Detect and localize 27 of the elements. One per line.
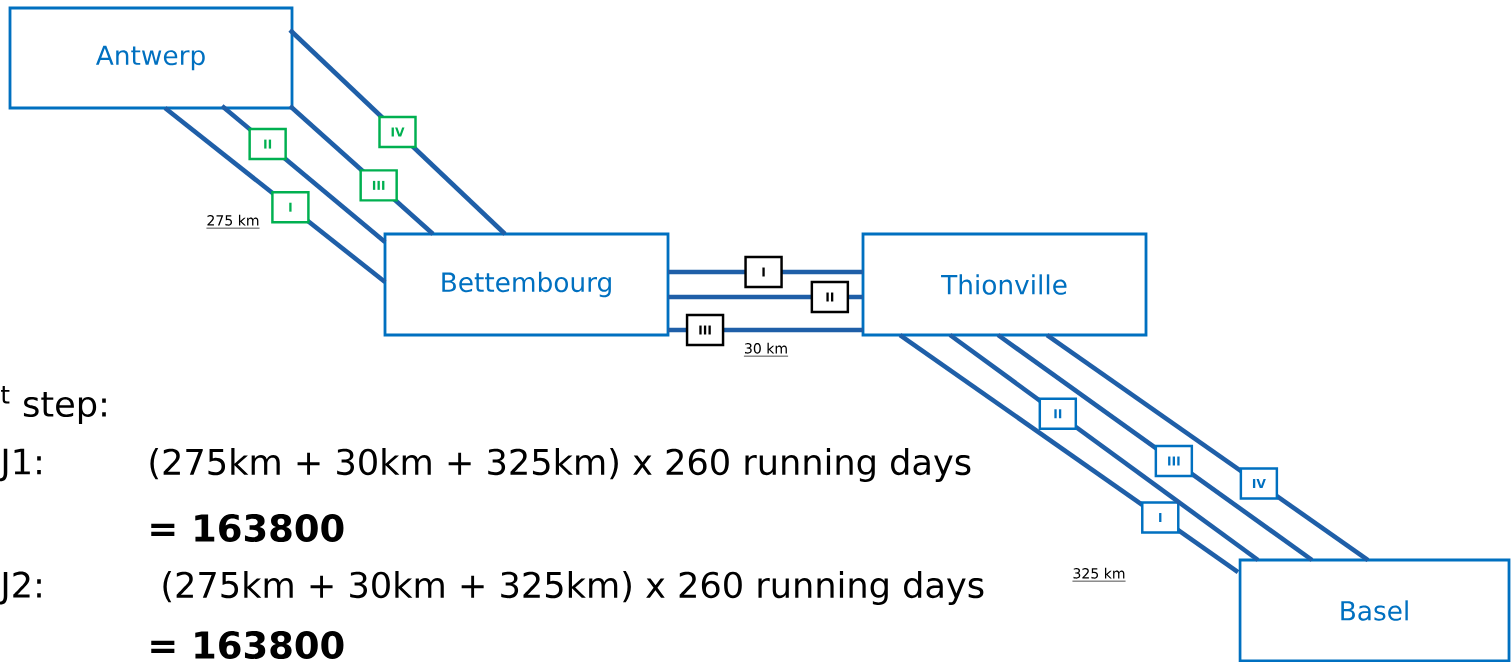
edge-label: I: [1141, 501, 1180, 534]
edge-label: III: [685, 313, 725, 347]
calculation-text: (275km + 30km + 325km) x 260 running days: [150, 448, 971, 482]
edge-label: II: [1038, 397, 1078, 430]
track-line: [898, 333, 1240, 574]
track-line: [1045, 333, 1370, 562]
track-line: [996, 333, 1314, 562]
edge-label: III: [1154, 444, 1194, 478]
calculation-text: $^{t}$ step:: [1, 386, 106, 424]
station-box: Thionville: [861, 232, 1148, 337]
calculation-text: = 163800: [151, 631, 344, 659]
calculation-text: = 163800: [151, 514, 344, 542]
edge-label: I: [744, 255, 783, 289]
station-box: Antwerp: [8, 6, 294, 110]
edge-label: III: [359, 169, 398, 202]
distance-label: 275 km: [206, 214, 260, 229]
edge-label: IV: [1239, 467, 1279, 500]
distance-label: 325 km: [1072, 567, 1126, 582]
edge-label: II: [810, 280, 850, 314]
station-box: Basel: [1238, 558, 1511, 662]
calculation-text: (275km + 30km + 325km) x 260 running days: [163, 571, 984, 605]
edge-label: IV: [378, 115, 417, 149]
edge-label: I: [271, 190, 310, 224]
edge-label: II: [248, 127, 287, 161]
track-line: [948, 333, 1260, 562]
distance-label: 30 km: [743, 342, 789, 357]
station-box: Bettembourg: [383, 232, 670, 337]
